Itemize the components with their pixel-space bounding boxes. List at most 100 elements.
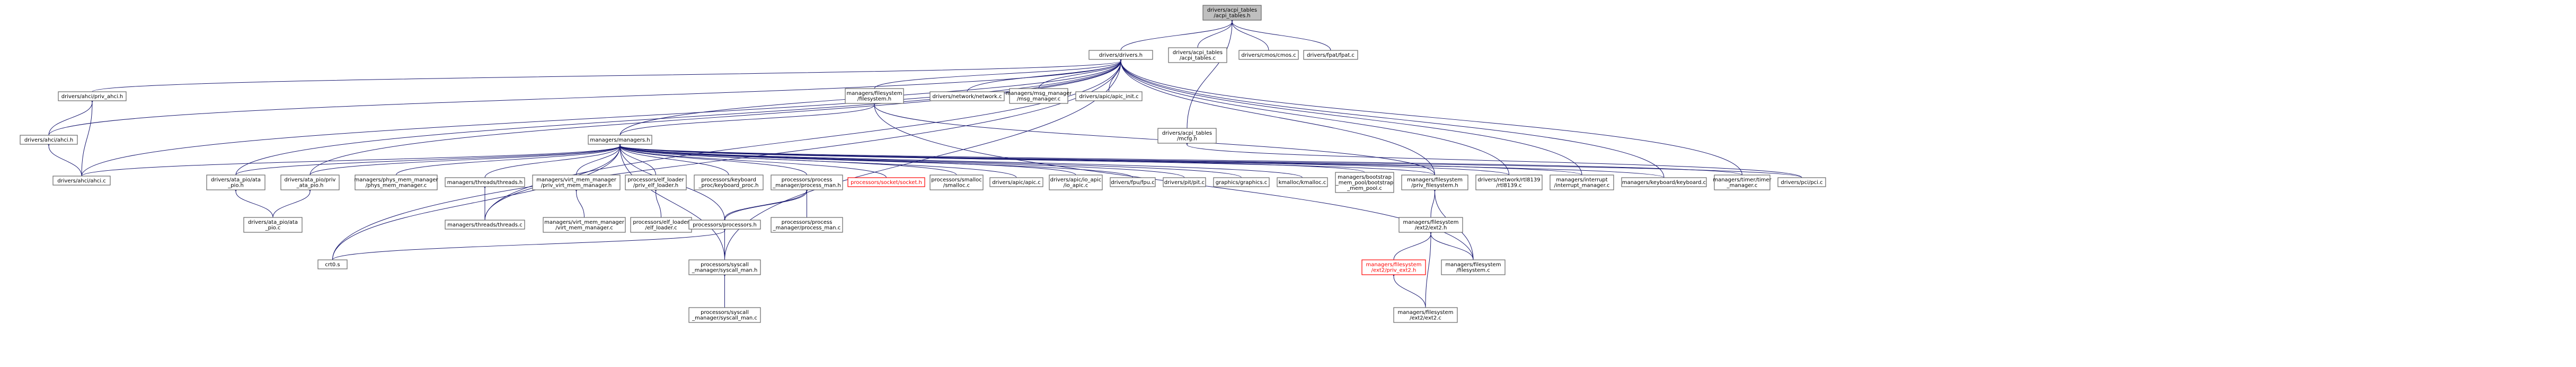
node-box	[588, 135, 652, 145]
node-label: processors/elf_loader	[633, 220, 689, 225]
node-fpu-c[interactable]: drivers/fpu/fpu.c	[1110, 177, 1156, 187]
node-syscall-man-c[interactable]: processors/syscall_manager/syscall_man.c	[688, 307, 761, 323]
node-acpi-tables-h[interactable]: drivers/acpi_tables/acpi_tables.h	[1202, 5, 1262, 21]
node-phys-mem-manager-c[interactable]: managers/phys_mem_manager/phys_mem_manag…	[355, 174, 439, 190]
node-threads-c[interactable]: managers/threads/threads.c	[445, 220, 525, 230]
node-box	[355, 174, 438, 190]
node-acpi-tables-c[interactable]: drivers/acpi_tables/acpi_tables.c	[1168, 47, 1227, 63]
node-box	[58, 91, 127, 101]
node-keyboard-proc-c[interactable]: processors/keyboard_proc/keyboard_proc.h	[694, 174, 764, 190]
node-process-man-c[interactable]: processors/process_manager/process_man.c	[771, 217, 843, 233]
node-apic-init-c[interactable]: drivers/apic/apic_init.c	[1075, 91, 1143, 101]
node-pit-c[interactable]: drivers/pit/pit.c	[1163, 177, 1206, 187]
node-label: /phys_mem_manager.c	[366, 183, 427, 189]
node-io-apic-c[interactable]: drivers/apic/io_apic/io_apic.c	[1049, 174, 1103, 190]
node-ata-pio-h[interactable]: drivers/ata_pio/ata_pio.h	[206, 174, 265, 190]
node-elf-loader-h[interactable]: processors/elf_loader/priv_elf_loader.h	[625, 174, 687, 190]
node-label: /ext2/ext2.c	[1410, 316, 1441, 321]
node-mcfg-h[interactable]: drivers/acpi_tables/mcfg.h	[1157, 128, 1217, 144]
node-ext2-c[interactable]: managers/filesystem/ext2/ext2.c	[1393, 307, 1458, 323]
node-label: /priv_elf_loader.h	[633, 183, 678, 189]
dependency-edge	[1119, 57, 1742, 176]
node-label: managers/virt_mem_manager	[536, 177, 617, 183]
node-box	[1163, 177, 1206, 187]
node-rtl8139-c[interactable]: drivers/network/rtl8139/rtl8139.c	[1475, 174, 1543, 190]
node-label: managers/filesystem	[847, 91, 902, 97]
node-bootstrap-mem-pool-c[interactable]: managers/bootstrap_mem_pool/bootstrap_me…	[1335, 172, 1394, 193]
dependency-edge	[1230, 18, 1331, 51]
node-label: /priv_filesystem.h	[1411, 183, 1458, 189]
node-threads-h[interactable]: managers/threads/threads.h	[445, 177, 525, 187]
node-priv-ata-pio-h[interactable]: drivers/ata_pio/priv_ata_pio.h	[280, 174, 340, 190]
node-ahci-c[interactable]: drivers/ahci/ahci.c	[52, 176, 111, 186]
node-label: processors/process	[782, 177, 833, 183]
node-label: drivers/ata_pio/ata	[248, 220, 298, 225]
node-priv-ahci-h[interactable]: drivers/ahci/priv_ahci.h	[58, 91, 127, 101]
nodes-layer: drivers/acpi_tables/acpi_tables.hdrivers…	[20, 5, 1826, 323]
node-filesystem-h[interactable]: managers/filesystem/filesystem.h	[845, 88, 904, 104]
node-label: drivers/cmos/cmos.c	[1241, 53, 1296, 58]
node-interrupt-manager-c[interactable]: managers/interrupt/interrupt_manager.c	[1550, 174, 1614, 190]
node-pci-c[interactable]: drivers/pci/pci.c	[1777, 177, 1826, 187]
node-box	[1777, 177, 1826, 187]
node-box	[1157, 128, 1217, 144]
node-managers-h[interactable]: managers/managers.h	[588, 135, 652, 145]
node-label: drivers/fpu/fpu.c	[1111, 180, 1154, 186]
dependency-edge	[1425, 230, 1433, 308]
node-label: _manager/process_man.h	[772, 183, 840, 189]
node-timer-manager-c[interactable]: managers/timer/timer_manager.c	[1713, 174, 1772, 190]
node-label: drivers/ahci/ahci.h	[24, 137, 73, 143]
node-keyboard-c[interactable]: managers/keyboard/keyboard.c	[1621, 177, 1707, 187]
node-cmos-c[interactable]: drivers/cmos/cmos.c	[1238, 50, 1299, 60]
node-network-c[interactable]: drivers/network/network.c	[930, 91, 1005, 101]
node-label: /interrupt_manager.c	[1554, 183, 1610, 189]
node-apic-c[interactable]: drivers/apic/apic.c	[989, 177, 1043, 187]
node-socket-c[interactable]: processors/socket/socket.h	[847, 177, 925, 187]
node-label: /acpi_tables.h	[1214, 13, 1250, 19]
node-ext2-h[interactable]: managers/filesystem/ext2/ext2.h	[1398, 217, 1463, 233]
node-box	[1049, 174, 1103, 190]
node-priv-ext2-h[interactable]: managers/filesystem/ext2/priv_ext2.h	[1361, 259, 1426, 275]
node-label: drivers/ahci/ahci.c	[57, 178, 106, 184]
node-box	[688, 307, 761, 323]
node-box	[532, 174, 621, 190]
dependency-edge	[617, 142, 1742, 176]
node-graphics-c[interactable]: graphics/graphics.c	[1213, 177, 1270, 187]
node-drivers-h[interactable]: drivers/drivers.h	[1088, 50, 1153, 60]
node-process-man-h[interactable]: processors/process_manager/process_man.h	[771, 174, 843, 190]
node-smalloc-c[interactable]: processors/smalloc/smalloc.c	[930, 174, 984, 190]
node-label: processors/syscall	[701, 310, 749, 316]
dependency-edge	[332, 57, 1123, 260]
node-processors-h[interactable]: processors/processors.h	[688, 220, 761, 230]
node-crt0-s[interactable]: crt0.s	[317, 259, 348, 269]
node-label: /ext2/ext2.h	[1415, 225, 1447, 231]
node-label: _manager/syscall_man.c	[692, 316, 757, 321]
node-priv-filesystem-h[interactable]: managers/filesystem/priv_filesystem.h	[1401, 174, 1468, 190]
dependency-edge	[1038, 57, 1123, 89]
node-box	[989, 177, 1043, 187]
node-label: _manager.c	[1727, 183, 1758, 189]
dependency-edge	[618, 142, 807, 176]
node-ahci-h[interactable]: drivers/ahci/ahci.h	[20, 135, 78, 145]
node-label: managers/threads/threads.h	[447, 180, 523, 186]
dependency-edge	[722, 189, 807, 222]
node-ata-pio-c[interactable]: drivers/ata_pio/ata_pio.c	[243, 217, 303, 233]
node-priv-virt-mem-manager-h[interactable]: managers/virt_mem_manager/priv_virt_mem_…	[532, 174, 621, 190]
dependency-edge	[1119, 57, 1509, 176]
node-label: drivers/acpi_tables	[1173, 50, 1223, 56]
node-box	[543, 217, 626, 233]
dependency-edge	[1119, 57, 1582, 176]
node-kmalloc-c[interactable]: kmalloc/kmalloc.c	[1277, 177, 1328, 187]
node-label: /filesystem.h	[857, 97, 891, 102]
dependency-edge	[618, 142, 1802, 178]
dependency-edge	[484, 142, 622, 178]
node-msg-manager-c[interactable]: managers/msg_manager/msg_manager.c	[1006, 88, 1073, 104]
dependency-edge	[618, 142, 1017, 178]
node-label: drivers/network/network.c	[932, 94, 1002, 100]
node-virt-mem-manager-c[interactable]: managers/virt_mem_manager/virt_mem_manag…	[543, 217, 626, 233]
node-elf-loader-c[interactable]: processors/elf_loader/elf_loader.c	[630, 217, 692, 233]
node-filesystem-c[interactable]: managers/filesystem/filesystem.c	[1441, 259, 1506, 275]
node-label: _ata_pio.h	[296, 183, 324, 189]
node-fpat-c[interactable]: drivers/fpat/fpat.c	[1303, 50, 1358, 60]
node-syscall-man-h[interactable]: processors/syscall_manager/syscall_man.h	[688, 259, 761, 275]
